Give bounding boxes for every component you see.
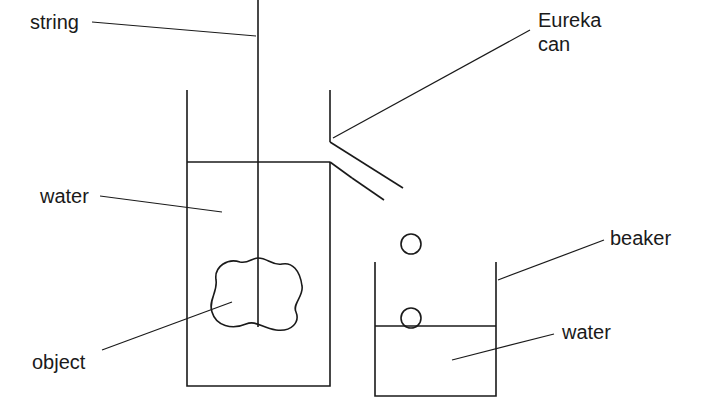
part-label: water xyxy=(562,320,642,344)
object-shape xyxy=(211,258,302,330)
part-label: water xyxy=(40,184,110,208)
string-line xyxy=(257,0,259,327)
spout-lower-start xyxy=(330,162,352,178)
part-label: string xyxy=(30,10,110,34)
eureka-can-body xyxy=(187,90,330,386)
part-label: object xyxy=(32,350,112,374)
part-label: Eureka can xyxy=(538,8,613,56)
beaker-body xyxy=(375,262,496,396)
spout-upper xyxy=(330,142,403,188)
water-surface xyxy=(187,161,330,163)
leader-line xyxy=(102,302,232,350)
water-drop xyxy=(401,308,421,328)
spout-lower xyxy=(352,178,384,200)
beaker-water-surface xyxy=(375,325,496,327)
leader-line xyxy=(498,240,604,280)
leader-line xyxy=(100,196,222,212)
water-drop xyxy=(401,234,421,254)
leader-line xyxy=(333,30,530,138)
eureka-can-wall xyxy=(329,90,331,142)
leader-line xyxy=(92,22,256,36)
part-label: beaker xyxy=(610,226,690,250)
leader-line xyxy=(452,334,554,360)
